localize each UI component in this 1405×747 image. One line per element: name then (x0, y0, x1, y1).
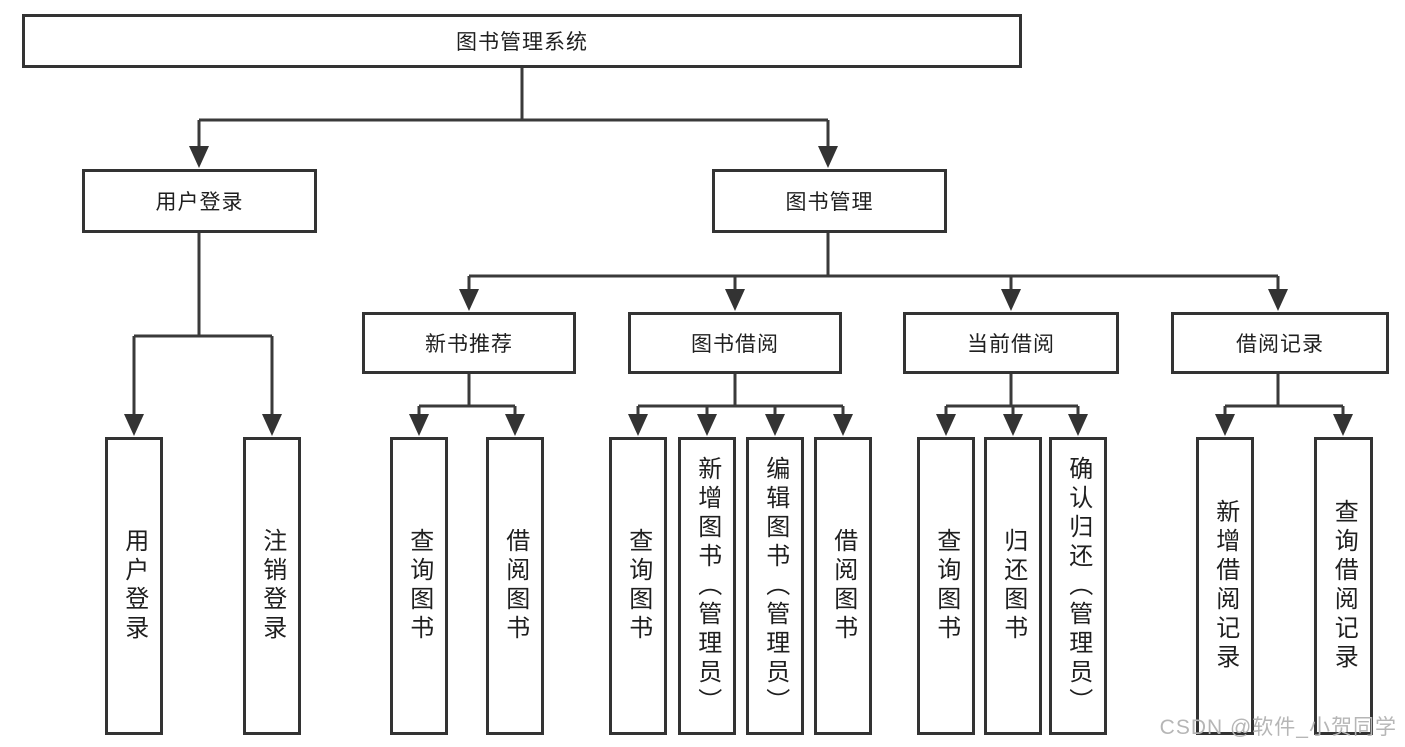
node-root-label: 图书管理系统 (456, 31, 588, 54)
leaf-recommend-borrow-books-label: 借阅图书 (501, 528, 529, 644)
leaf-edit-books-admin-label: 编辑图书（管理员） (761, 455, 789, 717)
leaf-recommend-query-books: 查询图书 (390, 437, 448, 735)
leaf-borrow-query-books-label: 查询图书 (624, 528, 652, 644)
leaf-recommend-query-books-label: 查询图书 (405, 528, 433, 644)
node-book-borrow-label: 图书借阅 (691, 333, 779, 356)
leaf-confirm-return-admin-label: 确认归还（管理员） (1064, 455, 1092, 717)
leaf-return-books-label: 归还图书 (999, 528, 1027, 644)
leaf-user-login-label: 用户登录 (120, 528, 148, 644)
node-current-borrow-label: 当前借阅 (967, 333, 1055, 356)
leaf-add-books-admin: 新增图书（管理员） (678, 437, 736, 735)
leaf-logout: 注销登录 (243, 437, 301, 735)
leaf-borrow-query-books: 查询图书 (609, 437, 667, 735)
node-root-system: 图书管理系统 (22, 14, 1022, 68)
leaf-logout-label: 注销登录 (258, 528, 286, 644)
leaf-current-query-books: 查询图书 (917, 437, 975, 735)
node-book-borrow: 图书借阅 (628, 312, 842, 374)
node-user-login-label: 用户登录 (155, 191, 244, 214)
leaf-user-login: 用户登录 (105, 437, 163, 735)
node-book-management-label: 图书管理 (785, 191, 874, 214)
node-borrow-records: 借阅记录 (1171, 312, 1389, 374)
node-book-management: 图书管理 (712, 169, 947, 233)
leaf-borrow-books-label: 借阅图书 (829, 528, 857, 644)
leaf-confirm-return-admin: 确认归还（管理员） (1049, 437, 1107, 735)
node-user-login: 用户登录 (82, 169, 317, 233)
leaf-recommend-borrow-books: 借阅图书 (486, 437, 544, 735)
leaf-add-borrow-record-label: 新增借阅记录 (1211, 499, 1239, 673)
node-borrow-records-label: 借阅记录 (1236, 333, 1324, 356)
leaf-query-borrow-record-label: 查询借阅记录 (1330, 499, 1358, 673)
node-new-book-recommend: 新书推荐 (362, 312, 576, 374)
leaf-return-books: 归还图书 (984, 437, 1042, 735)
node-new-book-recommend-label: 新书推荐 (425, 333, 513, 356)
leaf-add-borrow-record: 新增借阅记录 (1196, 437, 1254, 735)
leaf-current-query-books-label: 查询图书 (932, 528, 960, 644)
leaf-borrow-books: 借阅图书 (814, 437, 872, 735)
leaf-edit-books-admin: 编辑图书（管理员） (746, 437, 804, 735)
node-current-borrow: 当前借阅 (903, 312, 1119, 374)
leaf-query-borrow-record: 查询借阅记录 (1314, 437, 1373, 735)
leaf-add-books-admin-label: 新增图书（管理员） (693, 455, 721, 717)
